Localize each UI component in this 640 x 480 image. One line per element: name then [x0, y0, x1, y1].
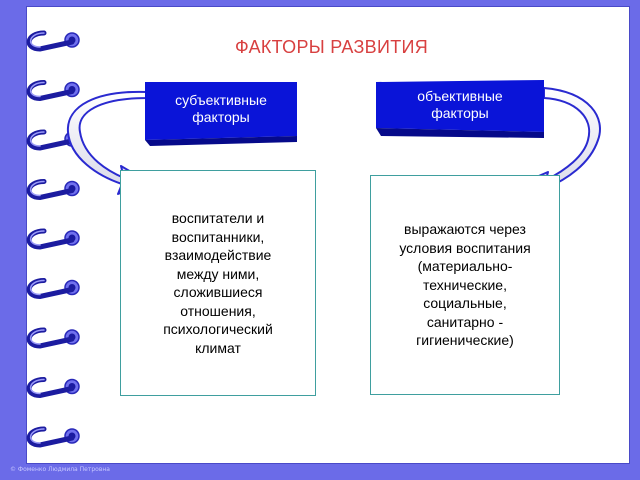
binder-ring	[26, 228, 80, 250]
binder-ring	[26, 30, 80, 52]
objective-factors-label: объективные факторы	[376, 88, 544, 122]
binder-ring	[26, 426, 80, 448]
objective-box-line: условия воспитания	[399, 239, 531, 256]
ring-shine	[30, 378, 45, 395]
objective-label-shape	[376, 80, 544, 132]
binder-ring	[26, 80, 80, 102]
objective-box-line: санитарно -	[426, 313, 504, 330]
ring-shine	[30, 329, 45, 345]
objective-box-line: (материально-	[417, 258, 513, 274]
subjective-box-line: воспитанники,	[171, 228, 265, 245]
ring-shine	[30, 32, 45, 48]
subjective-label-shape	[145, 82, 297, 140]
objective-label-line: объективные	[417, 88, 503, 104]
objective-label-fold	[376, 128, 544, 138]
subjective-box-line: сложившиеся	[173, 284, 263, 300]
subjective-box-line: воспитатели и	[171, 210, 265, 226]
subjective-factors-label: субъективные факторы	[145, 92, 297, 126]
ring-shine	[30, 279, 45, 296]
subjective-box-line: между ними,	[176, 265, 260, 282]
subjective-box-line: психологический	[163, 321, 273, 337]
subjective-label-line: субъективные	[175, 92, 267, 108]
binder-rings	[26, 30, 80, 448]
ring-shine	[30, 81, 45, 98]
ring-shine	[30, 230, 45, 246]
binder-ring	[26, 377, 80, 399]
ring-shine	[30, 131, 45, 147]
binder-ring	[26, 327, 80, 349]
objective-box-line: гигиенические)	[416, 332, 514, 348]
footer-credit: © Фоменко Людмила Петровна	[10, 466, 110, 473]
diagram-title: ФАКТОРЫ РАЗВИТИЯ	[235, 37, 429, 57]
ring-shine	[30, 428, 45, 444]
binder-ring	[26, 179, 80, 201]
objective-label-line: факторы	[431, 105, 489, 121]
subjective-label-fold	[145, 136, 297, 146]
objective-box-text: выражаются через условия воспитания (мат…	[371, 176, 559, 350]
subjective-label-line: факторы	[192, 109, 250, 125]
binder-ring	[26, 278, 80, 300]
objective-box-line: технические,	[423, 276, 507, 293]
subjective-factors-box: воспитатели и воспитанники, взаимодейств…	[120, 170, 316, 396]
objective-factors-box: выражаются через условия воспитания (мат…	[370, 175, 560, 395]
subjective-box-line: взаимодействие	[164, 247, 272, 263]
ring-shine	[30, 180, 45, 197]
subjective-box-line: климат	[195, 339, 241, 356]
objective-box-line: социальные,	[423, 295, 507, 311]
subjective-box-line: отношения,	[180, 302, 256, 319]
objective-box-line: выражаются через	[404, 221, 526, 237]
subjective-box-text: воспитатели и воспитанники, взаимодейств…	[121, 171, 315, 357]
